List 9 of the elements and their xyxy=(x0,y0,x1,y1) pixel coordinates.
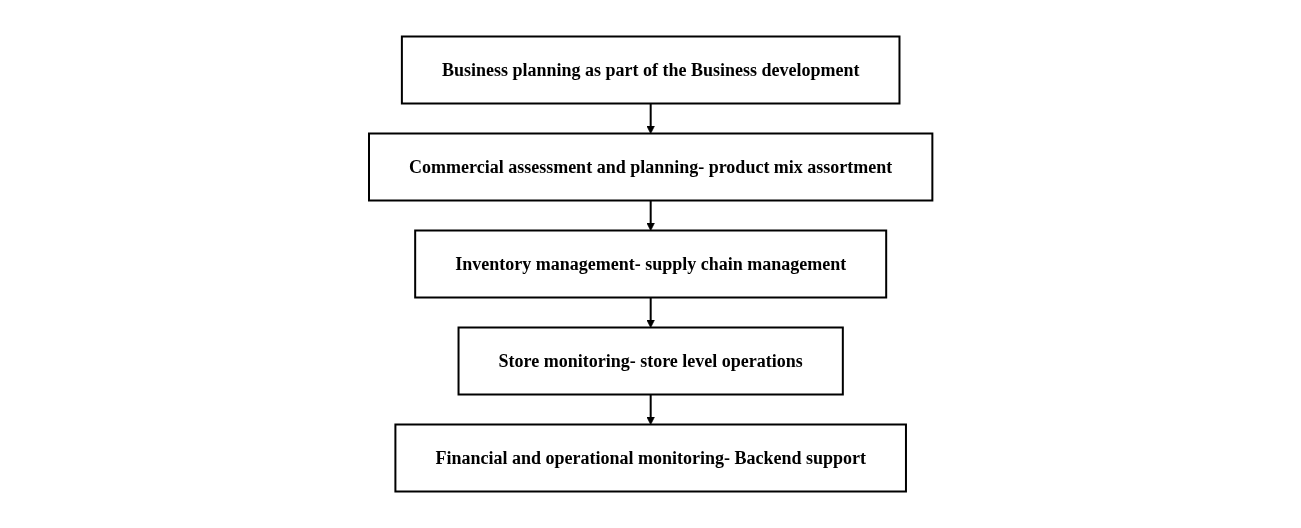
node-box: Business planning as part of the Business development xyxy=(400,35,901,105)
arrow xyxy=(646,393,655,425)
node-box: Inventory management- supply chain management xyxy=(414,229,887,299)
node-box: Store monitoring- store level operations xyxy=(457,326,844,396)
arrow xyxy=(646,296,655,328)
arrow xyxy=(646,199,655,231)
arrow xyxy=(646,102,655,134)
node-box: Financial and operational monitoring- Backend support xyxy=(394,423,907,493)
node-box: Commercial assessment and planning- product mix assortment xyxy=(367,132,934,202)
